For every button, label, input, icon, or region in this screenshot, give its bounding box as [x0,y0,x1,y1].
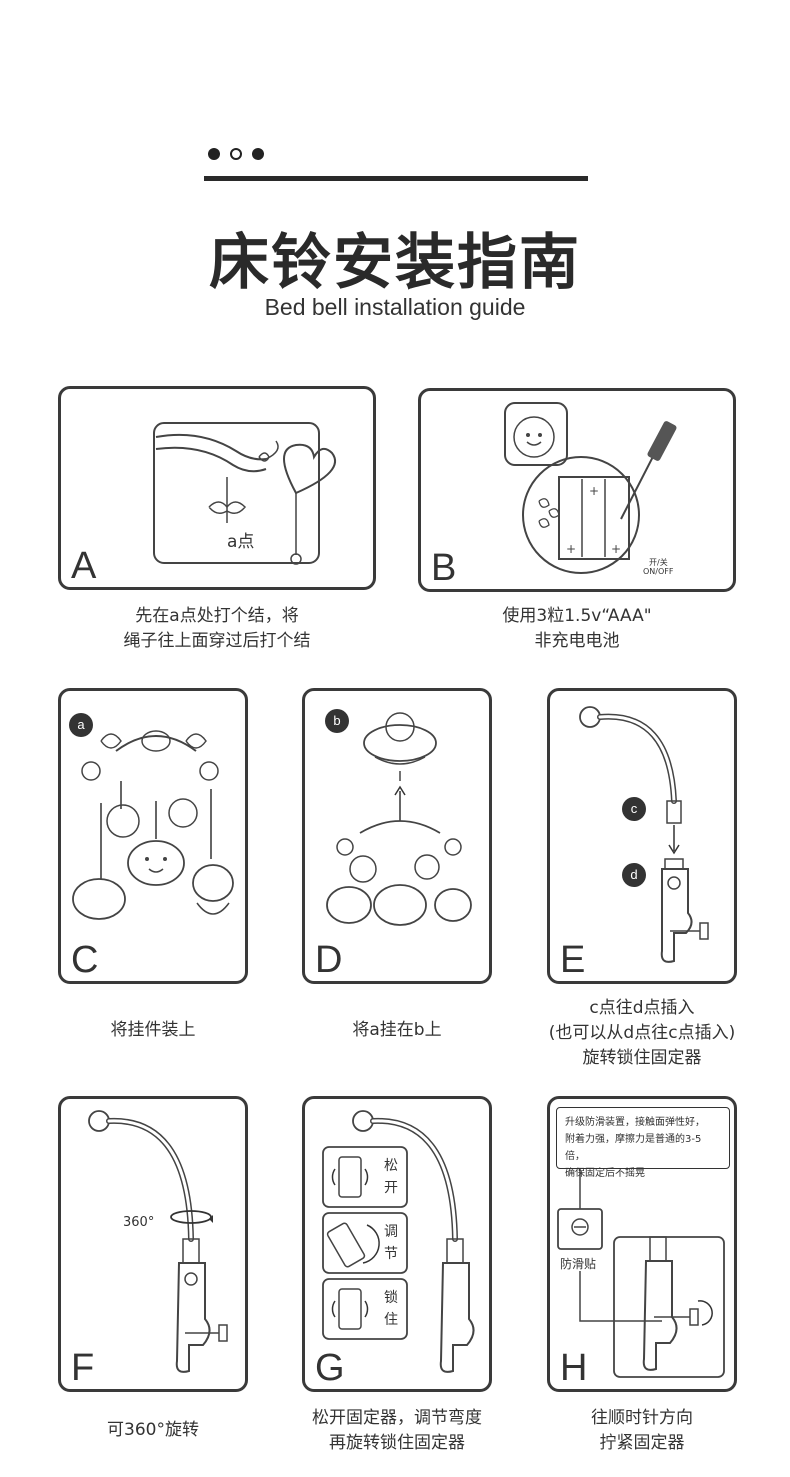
lock-label-1: 锁 [384,1290,398,1306]
header-dot-2 [230,148,242,160]
step-letter-c: C [71,939,99,981]
step-caption-c: 将挂件装上 [58,1018,248,1043]
step-letter-e: E [560,939,586,981]
mobile-toys-icon [72,730,234,920]
switch-label: 开/关 [649,558,668,567]
caption-line: 将a挂在b上 [352,1020,442,1040]
caption-line: 先在a点处打个结，将 [135,606,299,626]
step-letter-b: B [431,547,457,589]
arm-insert-icon [579,706,709,963]
caption-line: 往顺时针方向 [591,1408,693,1428]
svg-text:+: + [611,542,621,556]
svg-text:+: + [566,542,576,556]
caption-line: 非充电电池 [534,631,620,651]
page-title: 床铃安装指南 [209,228,581,298]
adjust-label-1: 调 [384,1224,398,1240]
header-rule [204,176,588,181]
note-line: 升级防滑装置，接触面弹性好， [565,1117,705,1128]
note-line: 确保固定后不摇晃 [565,1168,645,1179]
step-letter-d: D [315,939,343,981]
anti-slip-note: 升级防滑装置，接触面弹性好， 附着力强，摩擦力是普通的3-5倍， 确保固定后不摇… [556,1107,730,1179]
point-c-badge: c [622,797,646,821]
arm-adjust-icon [322,1110,475,1373]
step-panel-a: a点 A [58,386,376,590]
svg-text:+: + [589,484,599,498]
step-caption-f: 可360°旋转 [58,1418,248,1443]
step-letter-g: G [315,1347,345,1389]
step-caption-e: c点往d点插入 (也可以从d点往c点插入) 旋转锁住固定器 [520,996,764,1071]
adjust-label-2: 节 [384,1246,398,1262]
step-caption-g: 松开固定器，调节弯度 再旋转锁住固定器 [270,1406,524,1456]
caption-line: 松开固定器，调节弯度 [312,1408,482,1428]
page-subtitle: Bed bell installation guide [264,294,526,320]
step-panel-b: + + + 开/关 ON/OFF B [418,388,736,592]
caption-line: 可360°旋转 [107,1420,199,1440]
header-dot-1 [208,148,220,160]
step-panel-h: 升级防滑装置，接触面弹性好， 附着力强，摩擦力是普通的3-5倍， 确保固定后不摇… [547,1096,737,1392]
battery-compartment-icon: + + + [504,402,677,574]
lock-label-2: 住 [384,1312,398,1328]
step-letter-h: H [560,1347,588,1389]
loosen-label-2: 开 [384,1180,398,1196]
caption-line: (也可以从d点往c点插入) [548,1023,736,1043]
point-b-badge: b [325,709,349,733]
caption-line: 拧紧固定器 [599,1433,685,1453]
caption-line: 绳子往上面穿过后打个结 [123,631,311,651]
mobile-hook-icon [326,712,472,926]
note-line: 附着力强，摩擦力是普通的3-5倍， [565,1134,702,1162]
point-d-badge: d [622,863,646,887]
step-letter-f: F [71,1347,95,1389]
step-caption-d: 将a挂在b上 [302,1018,492,1043]
step-caption-a: 先在a点处打个结，将 绳子往上面穿过后打个结 [58,604,376,654]
anti-slip-icon [557,1167,725,1378]
caption-line: 使用3粒1.5v“AAA" [502,606,652,626]
switch-label-en: ON/OFF [643,567,674,576]
step-letter-a: A [71,545,97,587]
loosen-label-1: 松 [384,1158,398,1174]
step-caption-h: 往顺时针方向 拧紧固定器 [520,1406,764,1456]
header-dot-3 [252,148,264,160]
rotation-label: 360° [123,1215,155,1230]
knot-illustration-icon [153,422,337,565]
caption-line: 将挂件装上 [110,1020,196,1040]
step-panel-f: 360° F [58,1096,248,1392]
step-panel-c: a C [58,688,248,984]
point-a-badge: a [69,713,93,737]
anti-slip-pad-label: 防滑贴 [560,1257,597,1271]
caption-line: c点往d点插入 [589,998,695,1018]
step-panel-e: c d E [547,688,737,984]
arm-rotate-icon [88,1110,228,1373]
step-caption-b: 使用3粒1.5v“AAA" 非充电电池 [418,604,736,654]
point-a-label: a点 [227,532,255,552]
step-panel-g: 松 开 调 节 锁 住 G [302,1096,492,1392]
caption-line: 再旋转锁住固定器 [329,1433,465,1453]
step-panel-d: b D [302,688,492,984]
caption-line: 旋转锁住固定器 [582,1048,702,1068]
